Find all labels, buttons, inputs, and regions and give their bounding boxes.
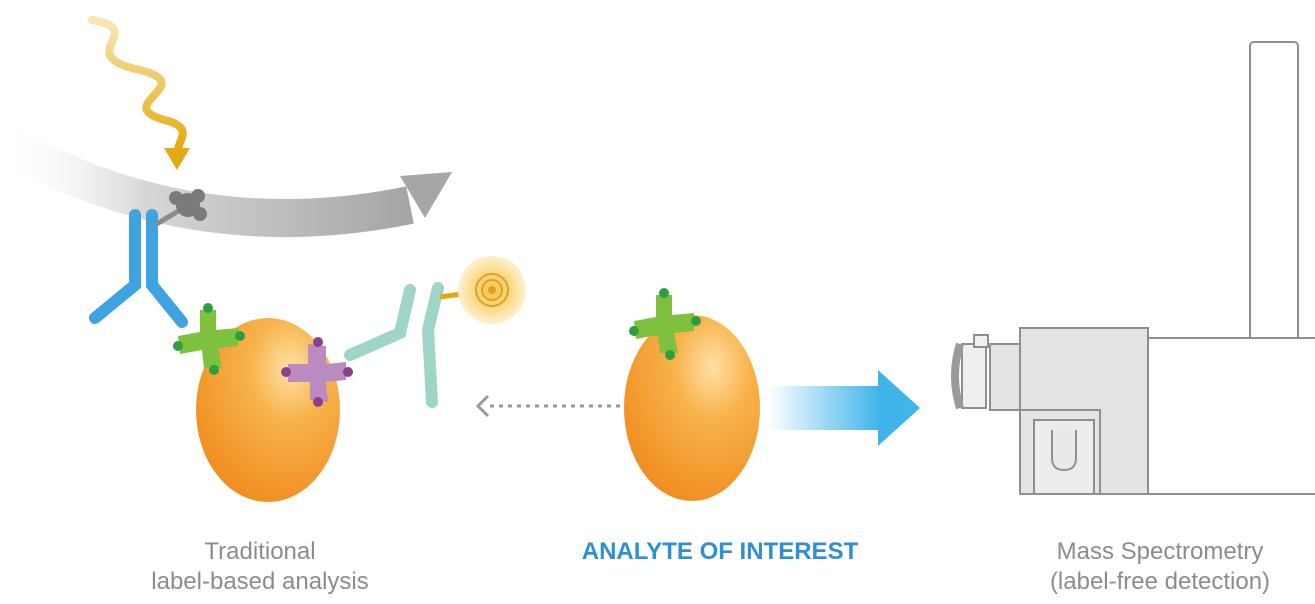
fluorescent-label-icon — [153, 189, 207, 228]
caption-mass-spectrometry-line2: (label-free detection) — [1049, 568, 1271, 595]
caption-mass-spectrometry: Mass Spectrometry (label-free detection) — [1010, 537, 1310, 597]
analyte-center — [624, 315, 760, 501]
epitope-green-left — [173, 303, 245, 375]
light-wave-icon — [88, 16, 190, 170]
epitope-purple — [281, 337, 353, 407]
glow-label-icon — [439, 256, 526, 324]
dotted-arrow-left — [475, 394, 620, 418]
epitope-green-center — [629, 288, 701, 360]
antibody-blue — [89, 209, 188, 328]
caption-traditional: Traditional label-based analysis — [130, 537, 390, 597]
blue-arrow-right — [768, 370, 920, 446]
gray-curved-arrow — [0, 123, 452, 238]
caption-traditional-line1: Traditional — [204, 538, 316, 565]
caption-mass-spectrometry-line1: Mass Spectrometry — [1056, 538, 1264, 565]
mass-spectrometer-icon — [951, 41, 1315, 495]
antibody-teal — [344, 282, 444, 408]
caption-traditional-line2: label-based analysis — [151, 568, 369, 595]
caption-analyte-of-interest: ANALYTE OF INTEREST — [581, 538, 859, 565]
